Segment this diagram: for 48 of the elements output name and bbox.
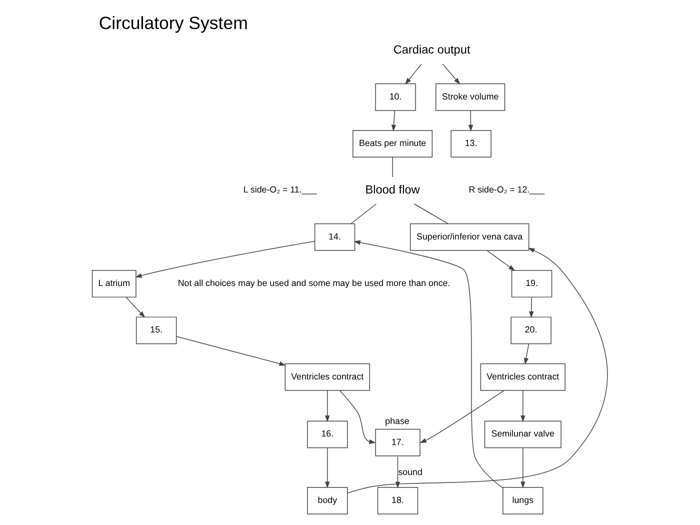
arrow: [325, 447, 330, 488]
node-box: L atrium: [92, 270, 136, 297]
node-label: phase: [385, 415, 410, 426]
node-box: Semilunar valve: [484, 420, 562, 448]
node-box: 10.: [375, 82, 416, 110]
arrow: [135, 240, 315, 278]
label: R side-O₂ = 12.___: [468, 184, 544, 194]
arrow: [176, 336, 286, 366]
node-text: Cardiac output: [393, 42, 470, 56]
node-box: 16.: [307, 420, 348, 448]
node-box: 20.: [510, 316, 552, 344]
diagram-title: Circulatory System: [98, 12, 248, 33]
connector: [414, 203, 448, 224]
label: Not all choices may be used and some may be used more than once.: [178, 278, 450, 288]
node-box: Ventricles contract: [284, 362, 370, 390]
arrow: [442, 63, 460, 84]
node-box: 13.: [450, 130, 492, 157]
arrow: [339, 390, 376, 444]
connector: [350, 203, 377, 224]
node-box: 17.: [375, 428, 420, 456]
arrow: [524, 343, 530, 364]
arrow: [468, 110, 474, 131]
arrow: [395, 456, 400, 488]
node-box: Stroke volume: [436, 82, 506, 110]
node-box: 15.: [136, 316, 177, 344]
node-box: 19.: [511, 270, 552, 297]
node-box: body: [307, 486, 348, 514]
node-box: 18.: [377, 486, 418, 514]
node-box: Superior/inferior vena cava: [410, 222, 530, 250]
connector: [392, 156, 393, 177]
node-text: Blood flow: [365, 182, 420, 196]
label: L side-O₂ = 11.___: [243, 184, 317, 194]
arrow: [347, 247, 608, 493]
arrow: [529, 296, 534, 318]
arrow: [126, 296, 146, 318]
edge-label: sound: [398, 466, 422, 477]
arrow: [405, 63, 422, 84]
node-box: Beats per minute: [352, 130, 433, 157]
arrow: [520, 390, 526, 422]
arrow: [391, 110, 396, 131]
arrow: [354, 240, 504, 488]
arrow: [325, 390, 330, 422]
node-box: 14.: [314, 222, 356, 250]
arrow: [420, 390, 504, 442]
arrow: [486, 250, 516, 270]
arrow: [520, 447, 526, 488]
node-box: lungs: [502, 486, 544, 514]
node-box: Ventricles contract: [480, 362, 566, 390]
